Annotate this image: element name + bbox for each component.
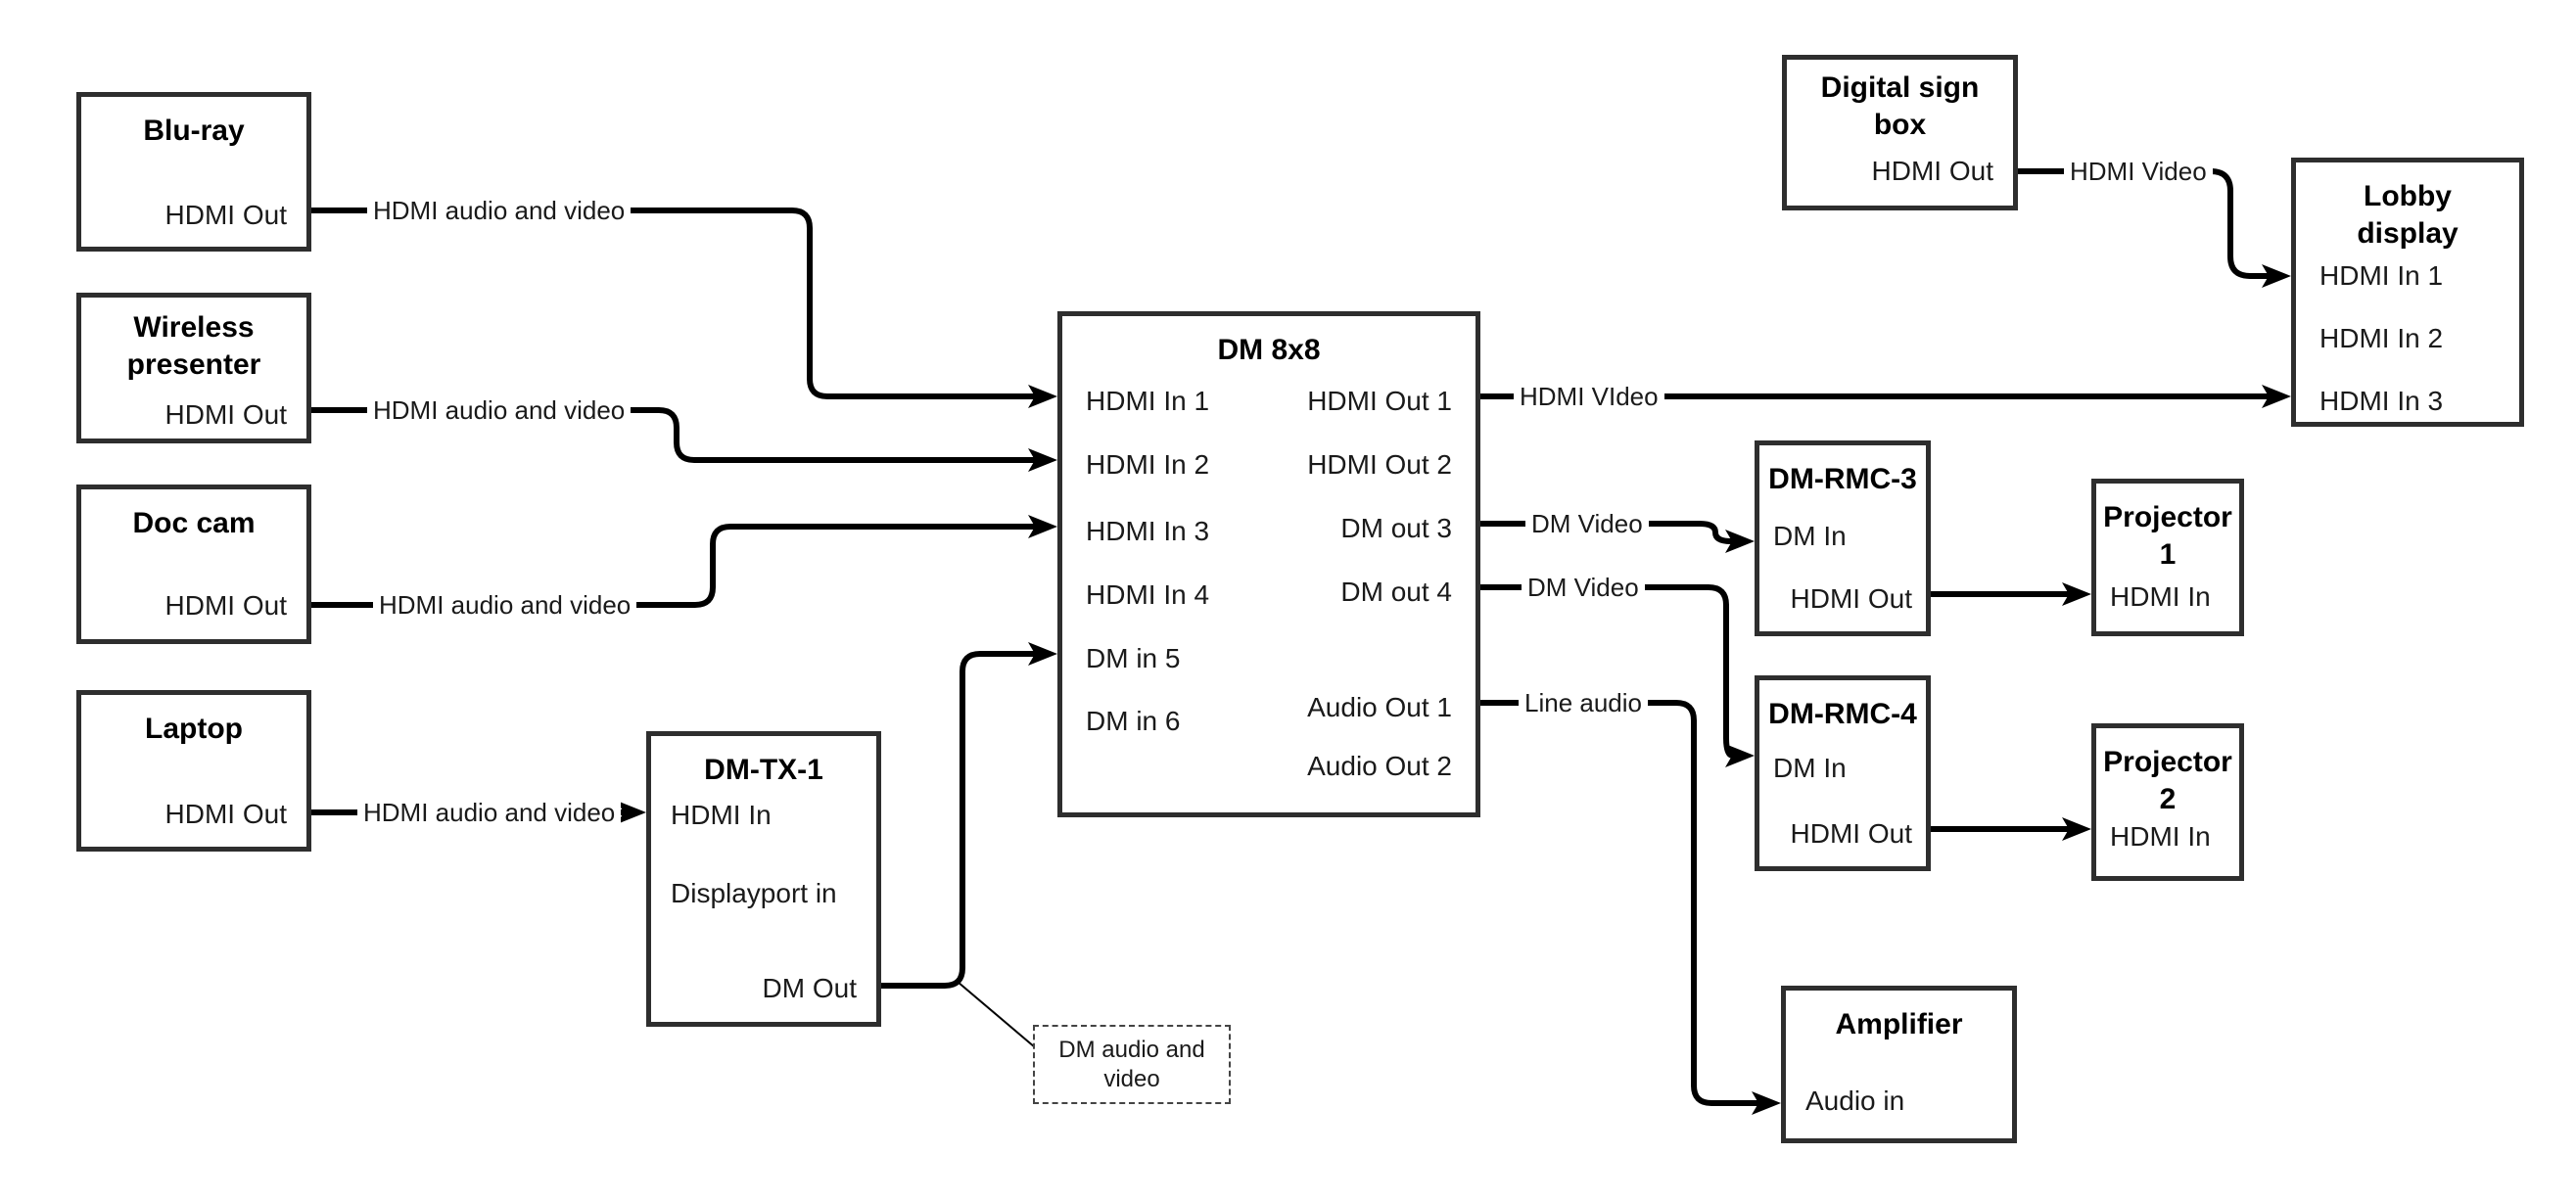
port-displayport-in: Displayport in xyxy=(671,878,837,908)
port-hdmi-in: HDMI In xyxy=(2110,821,2211,852)
port-dm-in-5: DM in 5 xyxy=(1086,643,1181,673)
port-hdmi-in-2: HDMI In 2 xyxy=(1086,449,1210,480)
port-audio-out-1: Audio Out 1 xyxy=(1307,692,1452,722)
port-hdmi-out: HDMI Out xyxy=(164,399,287,430)
wire-label-dm-video-out3: DM Video xyxy=(1525,508,1649,539)
arrowhead-rmc3-dm-in xyxy=(1725,530,1755,553)
wire-dm-out-4-to-rmc4 xyxy=(1480,584,1734,759)
port-hdmi-out: HDMI Out xyxy=(1790,583,1912,614)
node-title: Lobby display xyxy=(2357,180,2459,250)
port-audio-out-2: Audio Out 2 xyxy=(1307,751,1452,781)
port-hdmi-out: HDMI Out xyxy=(164,200,287,230)
node-title: Projector 1 xyxy=(2103,501,2232,571)
node-dm-8x8: DM 8x8 HDMI In 1 HDMI In 2 HDMI In 3 HDM… xyxy=(1057,311,1480,817)
callout-dm-audio-and-video: DM audio and video xyxy=(1033,1025,1231,1104)
node-title: DM-RMC-3 xyxy=(1768,463,1917,495)
node-wireless-presenter: Wireless presenter HDMI Out xyxy=(76,293,311,443)
node-title: Projector 2 xyxy=(2103,746,2232,815)
node-title: DM-TX-1 xyxy=(704,754,823,786)
node-title: Amplifier xyxy=(1835,1008,1963,1040)
port-hdmi-out-2: HDMI Out 2 xyxy=(1307,449,1452,480)
port-hdmi-out-1: HDMI Out 1 xyxy=(1307,386,1452,416)
port-hdmi-in-3: HDMI In 3 xyxy=(1086,516,1210,546)
node-title: Blu-ray xyxy=(143,115,245,147)
wire-digitalsign-to-lobby xyxy=(2018,168,2270,279)
arrowhead-hdmi-in-3 xyxy=(1028,515,1057,538)
arrowhead-projector2-hdmi-in xyxy=(2062,817,2091,841)
callout-leader-line xyxy=(957,981,1036,1048)
wire-audio-out-1-to-amplifier xyxy=(1480,700,1759,1106)
port-hdmi-in: HDMI In xyxy=(671,800,772,830)
port-hdmi-out: HDMI Out xyxy=(164,799,287,829)
wire-bluray-to-hdmi-in-1 xyxy=(311,208,1036,399)
node-lobby-display: Lobby display HDMI In 1 HDMI In 2 HDMI I… xyxy=(2291,158,2524,427)
node-bluray: Blu-ray HDMI Out xyxy=(76,92,311,252)
port-hdmi-in-3: HDMI In 3 xyxy=(2319,386,2444,416)
node-title: DM-RMC-4 xyxy=(1768,698,1917,730)
port-hdmi-in-1: HDMI In 1 xyxy=(1086,386,1210,416)
port-hdmi-out: HDMI Out xyxy=(164,590,287,621)
node-projector-1: Projector 1 HDMI In xyxy=(2091,479,2244,636)
port-dm-out: DM Out xyxy=(762,973,857,1003)
wire-label-dm-video-out4: DM Video xyxy=(1522,572,1645,603)
port-hdmi-out: HDMI Out xyxy=(1871,156,1993,186)
port-hdmi-in-1: HDMI In 1 xyxy=(2319,260,2444,291)
node-title: DM 8x8 xyxy=(1217,334,1321,366)
port-hdmi-out: HDMI Out xyxy=(1790,818,1912,849)
port-dm-out-4: DM out 4 xyxy=(1340,577,1452,607)
arrowhead-dm-in-5 xyxy=(1028,642,1057,666)
wire-wireless-to-hdmi-in-2 xyxy=(311,407,1036,463)
port-dm-in: DM In xyxy=(1773,521,1847,551)
arrowhead-lobby-hdmi-in-3 xyxy=(2262,385,2291,408)
port-audio-in: Audio in xyxy=(1805,1086,1905,1116)
arrowhead-rmc4-dm-in xyxy=(1725,744,1755,767)
wire-label-hdmi-audio-video-4: HDMI audio and video xyxy=(357,797,622,828)
node-dm-rmc-3: DM-RMC-3 DM In HDMI Out xyxy=(1755,440,1931,636)
node-dm-tx-1: DM-TX-1 HDMI In Displayport in DM Out xyxy=(646,731,881,1027)
port-hdmi-in-2: HDMI In 2 xyxy=(2319,323,2444,353)
port-hdmi-in: HDMI In xyxy=(2110,581,2211,612)
wire-label-hdmi-audio-video-3: HDMI audio and video xyxy=(373,589,637,621)
node-projector-2: Projector 2 HDMI In xyxy=(2091,723,2244,881)
wire-label-hdmi-video-sign: HDMI Video xyxy=(2064,156,2213,187)
port-dm-out-3: DM out 3 xyxy=(1340,513,1452,543)
arrowhead-lobby-hdmi-in-1 xyxy=(2262,264,2291,288)
node-title: Digital sign box xyxy=(1820,71,1980,141)
node-amplifier: Amplifier Audio in xyxy=(1781,986,2017,1143)
arrowhead-hdmi-in-2 xyxy=(1028,448,1057,472)
wire-label-hdmi-audio-video-1: HDMI audio and video xyxy=(367,195,632,226)
arrowhead-projector1-hdmi-in xyxy=(2062,582,2091,606)
arrowhead-dmtx1-hdmi-in xyxy=(617,801,646,824)
wire-label-line-audio: Line audio xyxy=(1519,687,1648,718)
wire-label-hdmi-audio-video-2: HDMI audio and video xyxy=(367,394,632,426)
port-dm-in-6: DM in 6 xyxy=(1086,706,1181,736)
wire-dm-out-3-to-rmc3 xyxy=(1480,521,1733,544)
wire-dmtx1-to-dm-in-5 xyxy=(881,651,1036,989)
node-title: Wireless presenter xyxy=(126,311,261,381)
node-digital-sign-box: Digital sign box HDMI Out xyxy=(1782,55,2018,210)
node-laptop: Laptop HDMI Out xyxy=(76,690,311,852)
wire-label-hdmi-video-out1: HDMI VIdeo xyxy=(1514,381,1664,412)
node-title: Doc cam xyxy=(132,507,256,539)
node-dm-rmc-4: DM-RMC-4 DM In HDMI Out xyxy=(1755,675,1931,871)
node-title: Laptop xyxy=(145,713,243,745)
port-dm-in: DM In xyxy=(1773,753,1847,783)
node-doc-cam: Doc cam HDMI Out xyxy=(76,485,311,644)
wire-doccam-to-hdmi-in-3 xyxy=(311,524,1036,608)
port-hdmi-in-4: HDMI In 4 xyxy=(1086,579,1210,610)
arrowhead-hdmi-in-1 xyxy=(1028,385,1057,408)
arrowhead-amplifier-audio-in xyxy=(1752,1091,1781,1115)
